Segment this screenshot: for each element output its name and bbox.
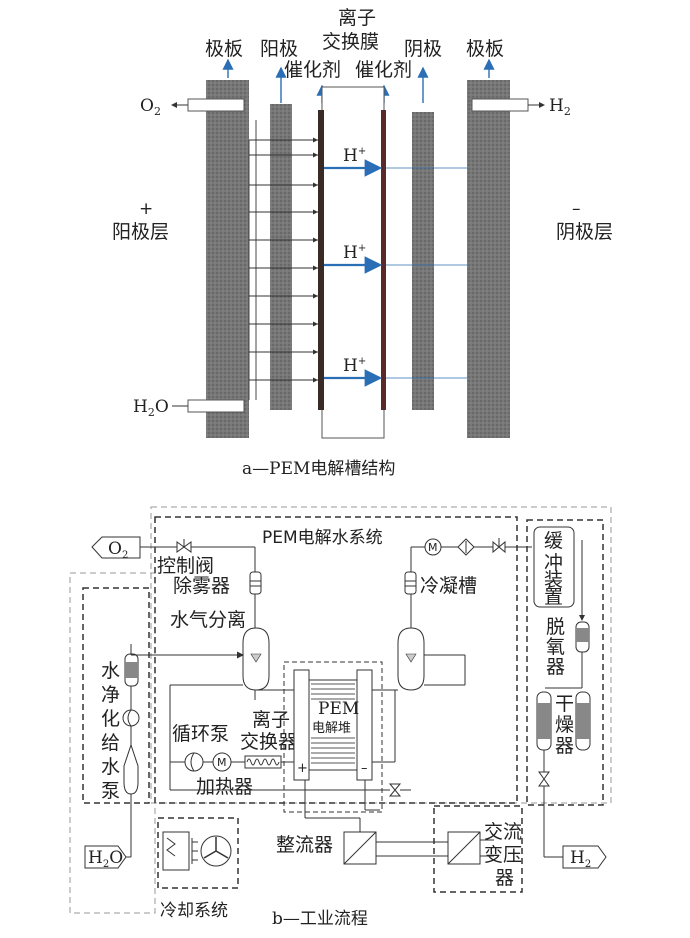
caption-b: b—工业流程 (272, 909, 368, 929)
pem-stack (308, 679, 358, 771)
cathode-electrode (412, 112, 434, 410)
heater-label: 加热器 (196, 776, 253, 798)
svg-text:装: 装 (544, 569, 563, 591)
svg-text:氧: 氧 (546, 636, 565, 658)
cooling-label: 冷却系统 (160, 901, 228, 921)
h2o-inlet-label: H2O (133, 397, 169, 419)
membrane-label-2: 交换膜 (322, 31, 379, 53)
svg-text:泵: 泵 (101, 780, 120, 802)
proton-label-2: H+ (343, 243, 366, 263)
separator-label: 水气分离 (170, 609, 246, 631)
svg-text:M: M (428, 541, 438, 554)
svg-text:干: 干 (555, 693, 574, 715)
svg-text:脱: 脱 (546, 616, 565, 638)
svg-text:给: 给 (101, 732, 120, 754)
demister-icon (249, 571, 262, 595)
cathode-label: 阴极 (404, 38, 442, 60)
feed-pump-icon (122, 709, 140, 727)
bipolar-plate-left (206, 80, 249, 438)
proton-label-1: H+ (343, 146, 366, 166)
water-pump-frame (82, 587, 150, 804)
drain-valve-icon (388, 783, 402, 797)
water-distribution-lines (248, 120, 318, 400)
plate-left-label: 极板 (205, 38, 243, 60)
svg-text:–: – (361, 761, 368, 776)
catalyst-left-label: 催化剂 (284, 59, 341, 81)
anode-label: 阳极 (260, 38, 298, 60)
svg-text:器: 器 (495, 867, 514, 889)
svg-text:+: + (297, 761, 308, 776)
o2-outlet-label: O2 (140, 96, 161, 118)
proton-label-3: H+ (343, 356, 366, 376)
h2-output-label: H2 (570, 848, 591, 870)
transformer-frame (433, 805, 523, 893)
system-title: PEM电解水系统 (262, 528, 383, 548)
svg-text:冲: 冲 (544, 552, 563, 574)
stack-label-2: 电解堆 (312, 721, 351, 736)
condenser-icon (404, 571, 417, 595)
plate-right-label: 极板 (466, 38, 504, 60)
svg-text:燥: 燥 (555, 714, 574, 736)
svg-text:置: 置 (544, 586, 563, 608)
svg-text:器: 器 (555, 735, 574, 757)
stack-label-1: PEM (318, 699, 359, 719)
condenser-label: 冷凝槽 (420, 575, 477, 597)
circulation-pump-label: 循环泵 (172, 723, 229, 745)
h2-outlet-valve-icon (538, 771, 550, 787)
svg-text:缓: 缓 (544, 530, 563, 552)
svg-text:器: 器 (546, 656, 565, 678)
ion-exchanger-label-2: 交换器 (240, 731, 297, 753)
svg-text:净: 净 (101, 684, 120, 706)
pem-system-frame (154, 516, 518, 804)
h2o-input-label: H2O (88, 848, 123, 870)
svg-text:水: 水 (101, 756, 120, 778)
svg-text:水: 水 (101, 660, 120, 682)
electrolyzer-structure: 极板 阳极 离子 交换膜 阴极 极板 催化剂 催化剂 O2 H2 (112, 7, 613, 479)
membrane-label-1: 离子 (338, 7, 376, 29)
ion-exchanger-label-1: 离子 (252, 709, 290, 731)
catalyst-layer-right (381, 110, 386, 410)
plus-sign: + (139, 199, 153, 219)
catalyst-right-label: 催化剂 (355, 59, 412, 81)
buffer-tank (533, 526, 575, 608)
catalyst-layer-left (318, 110, 324, 410)
heat-exchanger-icon (162, 831, 190, 871)
h2-output-tag (562, 845, 607, 869)
svg-text:M: M (217, 756, 227, 769)
control-valve-label: 控制阀 (157, 555, 214, 577)
cathode-layer-label: 阴极层 (556, 221, 613, 243)
anode-electrode (270, 104, 292, 410)
h2o-input-tag (84, 845, 127, 869)
water-tank-icon (123, 743, 139, 795)
minus-sign: – (572, 199, 581, 219)
industrial-process: PEM电解水系统 O2 控制阀 除雾器 水气分离 M (69, 506, 612, 929)
rectifier-label: 整流器 (276, 834, 333, 856)
svg-text:变压: 变压 (484, 844, 522, 866)
o2-output-label: O2 (108, 539, 128, 561)
anode-layer-label: 阳极层 (112, 221, 169, 243)
svg-text:交流: 交流 (484, 821, 522, 843)
h2-outlet-label: H2 (549, 96, 571, 118)
caption-a: a—PEM电解槽结构 (242, 459, 395, 479)
svg-text:化: 化 (101, 708, 120, 730)
demister-label: 除雾器 (173, 575, 230, 597)
cooling-frame (157, 817, 239, 889)
bipolar-plate-right (467, 80, 510, 438)
circulation-pump-icon (184, 752, 204, 772)
proton-flow: H+ H+ H+ (324, 146, 467, 387)
